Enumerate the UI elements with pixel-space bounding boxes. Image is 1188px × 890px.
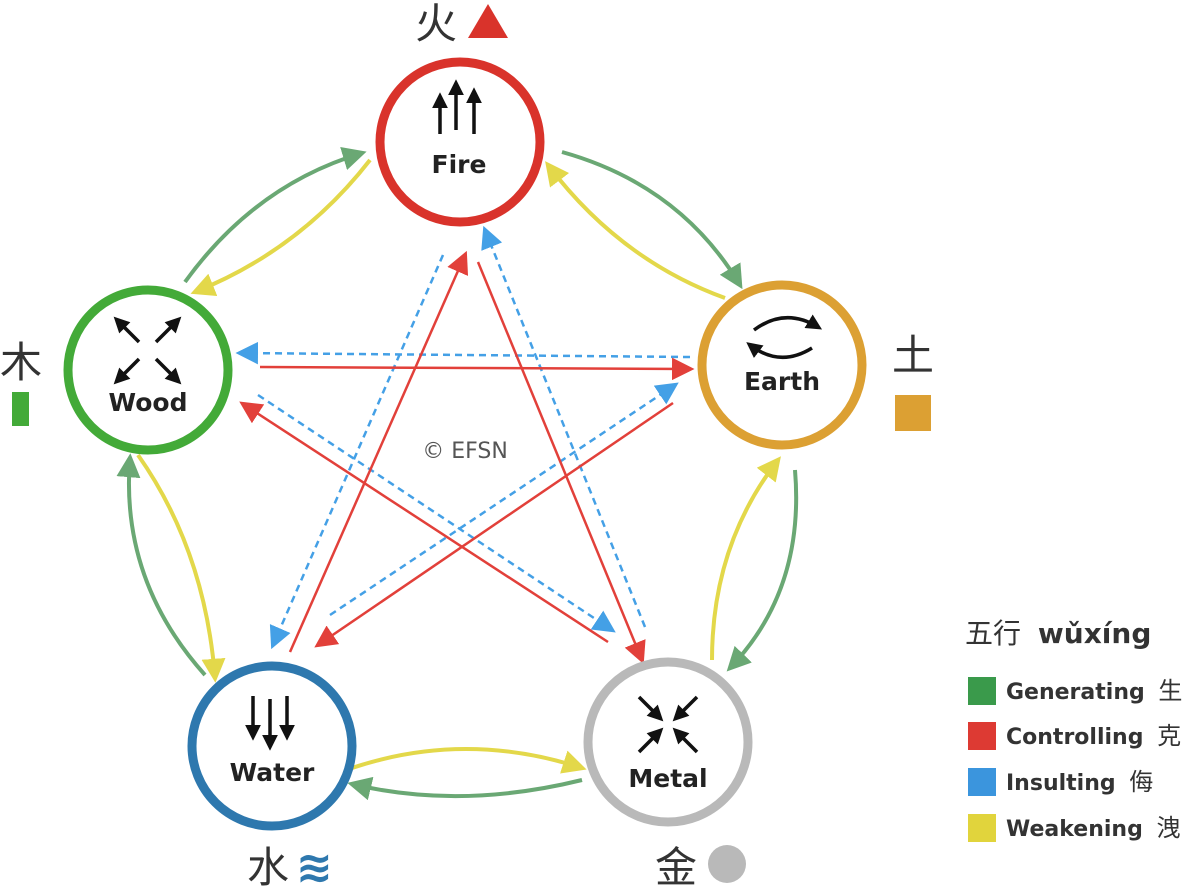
wood-chinese: 木 [0, 338, 42, 387]
legend-item-insulting: Insulting 侮 [968, 768, 1153, 796]
metal-inward-arrows-icon [637, 695, 699, 754]
generating-arrow-water-wood [116, 453, 207, 677]
wood-ring [63, 285, 233, 455]
legend-label-weakening: Weakening 洩 [1006, 814, 1181, 842]
legend-title-chinese: 五行 [965, 617, 1021, 650]
generating-arrow-earth-metal [726, 469, 799, 672]
controlling-arrow-metal-wood [239, 401, 609, 644]
metal-ring [583, 657, 753, 827]
weakening-arrow-wood-water [136, 453, 226, 683]
wood-outward-arrows-icon [113, 316, 182, 385]
fire-chinese-label: 火 [415, 0, 508, 48]
wood-chinese-label: 木 [0, 338, 42, 426]
fire-ring [375, 57, 545, 227]
legend-title: 五行 wǔxíng [965, 617, 1151, 650]
water-node: Water [187, 661, 357, 831]
water-down-arrows-icon [245, 696, 295, 751]
legend-swatch-insulting [968, 768, 996, 796]
metal-chinese-label: 金 [655, 843, 746, 890]
metal-node: Metal [583, 657, 753, 827]
earth-node: Earth [697, 280, 867, 450]
legend-item-generating: Generating 生 [968, 677, 1182, 705]
wood-bar-marker [12, 392, 29, 426]
earth-chinese: 土 [892, 331, 934, 380]
generating-arrows [116, 147, 799, 801]
weakening-arrows [136, 158, 781, 774]
metal-label: Metal [628, 764, 707, 793]
earth-cycle-arrows-icon [746, 314, 823, 360]
controlling-arrows [239, 250, 695, 665]
generating-arrow-wood-fire [183, 147, 367, 284]
fire-triangle-marker [468, 4, 508, 38]
weakening-arrow-earth-fire [545, 161, 726, 300]
copyright-text: © EFSN [422, 439, 508, 464]
wood-node: Wood [63, 285, 233, 455]
insulting-arrow-water-earth [329, 382, 679, 617]
legend-label-generating: Generating 生 [1006, 677, 1182, 705]
weakening-arrow-water-metal [351, 747, 587, 774]
controlling-arrow-water-fire [288, 250, 469, 653]
water-waves-marker: ≋ [296, 842, 333, 890]
generating-arrow-metal-water [347, 776, 583, 801]
legend-swatch-weakening [968, 814, 996, 842]
earth-label: Earth [744, 367, 820, 396]
weakening-arrow-metal-earth [710, 456, 781, 661]
controlling-arrow-earth-water [314, 401, 674, 648]
legend-swatch-generating [968, 677, 996, 705]
metal-circle-marker [708, 845, 746, 883]
water-chinese: 水 [247, 843, 289, 890]
legend-swatch-controlling [968, 722, 996, 750]
water-chinese-label: 水 ≋ [247, 842, 333, 890]
fire-node: Fire [375, 57, 545, 227]
metal-chinese: 金 [655, 843, 697, 890]
controlling-arrow-fire-metal [476, 261, 646, 665]
earth-square-marker [895, 395, 931, 431]
insulting-arrow-fire-water [269, 254, 445, 650]
fire-label: Fire [432, 150, 487, 179]
wood-label: Wood [109, 388, 188, 417]
legend-label-controlling: Controlling 克 [1006, 722, 1181, 750]
fire-chinese: 火 [415, 0, 457, 48]
earth-chinese-label: 土 [892, 331, 934, 431]
earth-ring [697, 280, 867, 450]
insulting-arrow-metal-fire [481, 225, 647, 628]
legend-label-insulting: Insulting 侮 [1006, 768, 1153, 796]
water-label: Water [230, 758, 315, 787]
legend-item-controlling: Controlling 克 [968, 722, 1181, 750]
weakening-arrow-fire-wood [190, 158, 372, 297]
insulting-arrows [235, 225, 691, 650]
fire-up-arrows-icon [432, 79, 482, 134]
controlling-arrow-wood-earth [259, 357, 695, 381]
legend: 五行 wǔxíng Generating 生 Controlling 克 Ins… [965, 617, 1182, 842]
water-ring [187, 661, 357, 831]
legend-title-pinyin: wǔxíng [1038, 617, 1151, 650]
insulting-arrow-wood-metal [257, 393, 616, 633]
insulting-arrow-earth-wood [235, 341, 691, 365]
legend-item-weakening: Weakening 洩 [968, 814, 1181, 842]
generating-arrow-fire-earth [561, 150, 743, 290]
